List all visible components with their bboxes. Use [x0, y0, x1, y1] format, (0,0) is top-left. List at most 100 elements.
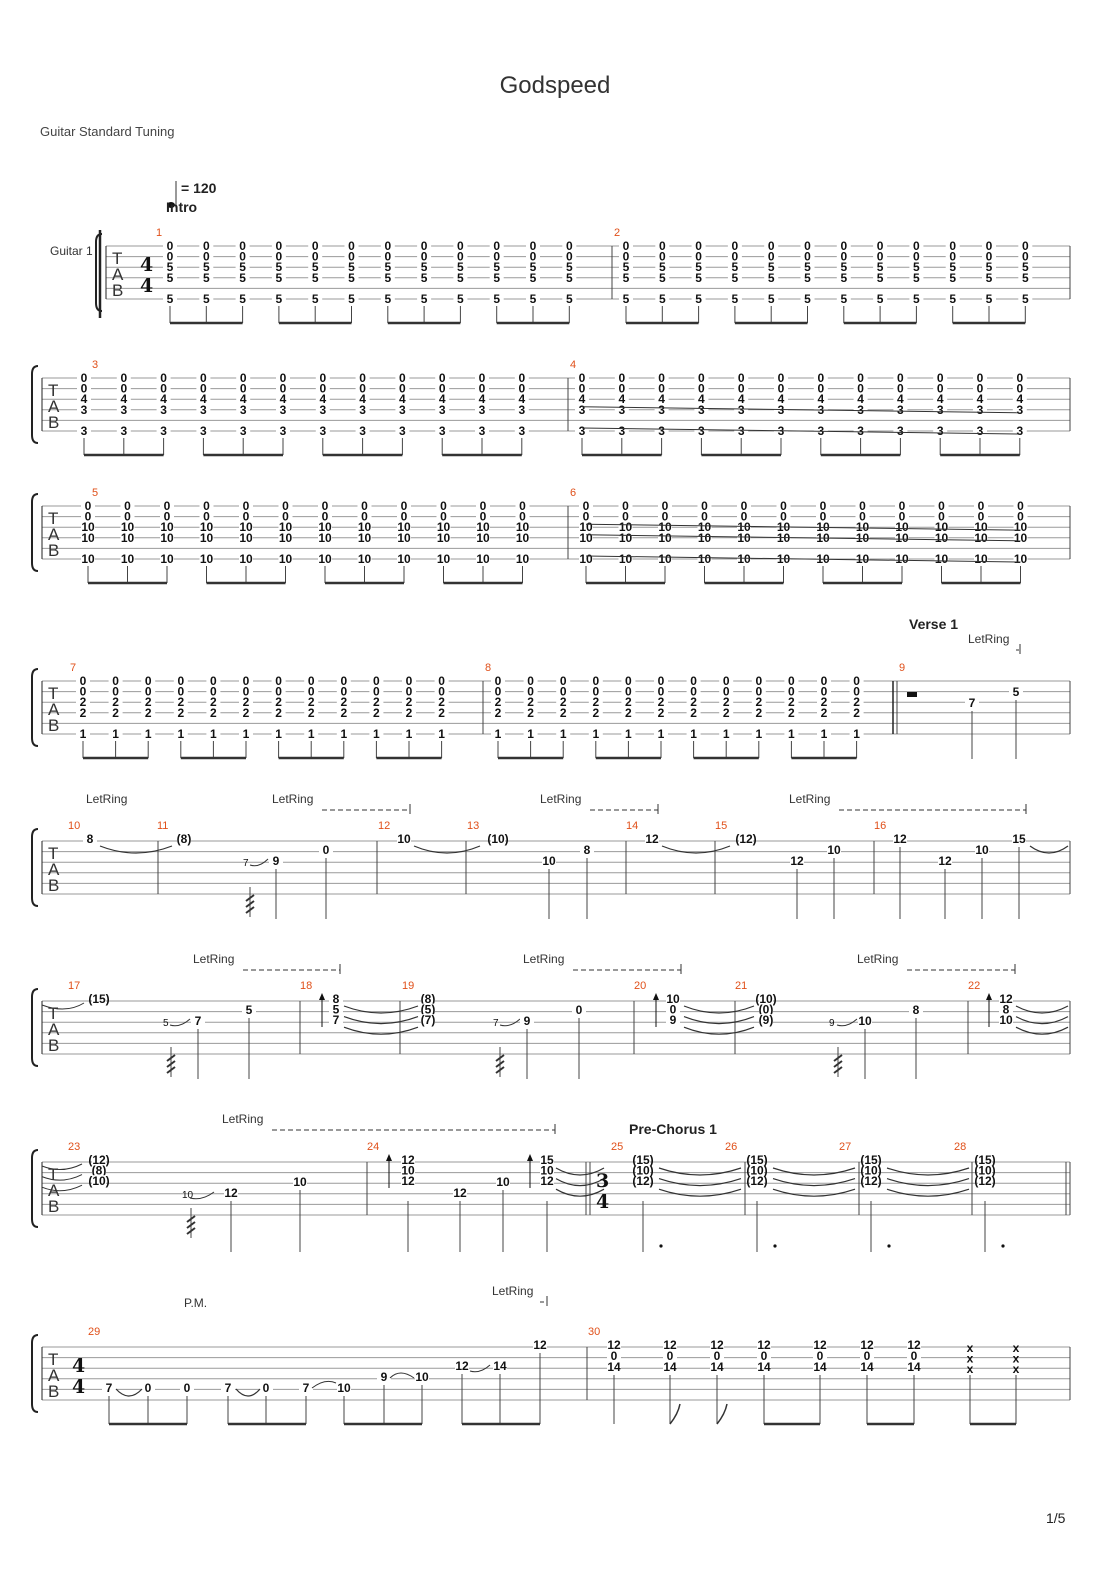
tremolo-slash — [245, 900, 255, 908]
tab-clef-letter: T — [48, 509, 58, 528]
fret-bg — [588, 685, 603, 697]
fret-number: 10 — [516, 520, 530, 534]
fret-bg — [737, 510, 751, 522]
fret-number: 10 — [401, 1164, 415, 1178]
fret-number: 10 — [895, 520, 909, 534]
fret-bg — [575, 372, 589, 383]
fret-number: 0 — [723, 685, 730, 699]
fret-number: 9 — [670, 1013, 677, 1027]
fret-bg — [476, 510, 490, 522]
fret-bg — [663, 1350, 677, 1361]
fret-bg — [813, 372, 828, 383]
fret-number: 1 — [438, 727, 445, 741]
fret-number: 10 — [856, 520, 870, 534]
fret-bg — [156, 393, 171, 405]
fret-number: 0 — [120, 371, 127, 385]
fret-bg — [76, 675, 90, 686]
fret-number: 12 — [813, 1338, 827, 1352]
fret-bg — [453, 1187, 467, 1198]
fret-bg — [196, 403, 211, 415]
fret-number: 2 — [658, 706, 665, 720]
fret-bg — [813, 1339, 827, 1350]
fret-number: 3 — [1016, 424, 1023, 438]
fret-bg — [1013, 521, 1028, 533]
fret-number: 0 — [81, 382, 88, 396]
fret-bg — [1012, 382, 1027, 394]
fret-number: 10 — [279, 552, 293, 566]
fret-bg — [774, 393, 788, 405]
fret-bg — [271, 706, 286, 718]
fret-bg — [1018, 293, 1033, 304]
measure-number: 16 — [874, 820, 886, 832]
fret-bg — [523, 696, 538, 708]
strum-up-arrow — [319, 993, 325, 1000]
fret-bg — [453, 293, 468, 304]
fret-bg — [336, 675, 351, 686]
fret-number: 12 — [757, 1338, 771, 1352]
fret-number: 0 — [618, 382, 625, 396]
fret-bg — [199, 261, 214, 273]
fret-bg — [575, 382, 589, 394]
fret-number: 10 — [279, 520, 293, 534]
fret-bg — [575, 425, 589, 436]
fret-bg — [694, 425, 709, 436]
slide — [499, 1018, 521, 1027]
fret-bg — [319, 844, 333, 855]
fret-number: 1 — [788, 727, 795, 741]
time-signature-top: 4 — [72, 1355, 85, 1377]
dead-note: x — [967, 1341, 974, 1355]
fret-bg — [556, 706, 571, 718]
fret-bg — [836, 293, 851, 304]
fret-bg — [562, 293, 577, 304]
fret-bg — [540, 1175, 554, 1187]
fret-number: 0 — [560, 674, 567, 688]
fret-number: 1 — [340, 727, 347, 741]
fret-bg — [434, 696, 449, 708]
fret-bg — [737, 500, 751, 511]
fret-number: 0 — [359, 371, 366, 385]
fret-number: 10 — [658, 552, 672, 566]
page-number: 1/5 — [1046, 1510, 1066, 1526]
fret-bg — [81, 531, 95, 543]
let-ring-label: LetRing — [968, 632, 1009, 646]
fret-bg — [1013, 500, 1028, 511]
fret-bg — [276, 393, 290, 405]
system-brace — [31, 493, 39, 572]
fret-bg — [318, 553, 332, 564]
fret-bg — [895, 510, 909, 522]
fret-number: 2 — [145, 706, 152, 720]
fret-bg — [434, 685, 449, 697]
fret-bg — [173, 728, 188, 739]
fret-bg — [196, 393, 211, 405]
fret-bg — [727, 250, 742, 262]
fret-bg — [402, 685, 416, 697]
fret-bg — [710, 1350, 724, 1361]
fret-number: 2 — [495, 706, 502, 720]
fret-number: 0 — [877, 250, 884, 264]
fret-number: 0 — [978, 510, 985, 524]
fret-bg — [515, 500, 530, 511]
let-ring-label: LetRing — [789, 792, 830, 806]
tie — [1015, 1005, 1069, 1014]
fret-bg — [975, 844, 989, 855]
fret-number: 0 — [359, 382, 366, 396]
fret-bg — [784, 685, 799, 697]
tremolo-slash — [245, 894, 255, 902]
fret-bg — [562, 261, 577, 273]
fret-bg — [655, 261, 670, 273]
measure-number: 13 — [467, 820, 479, 832]
fret-number: 3 — [81, 424, 88, 438]
fret-number: (5) — [421, 1003, 436, 1017]
fret-bg — [526, 250, 540, 262]
fret-number: 5 — [239, 271, 246, 285]
fret-bg — [618, 500, 633, 511]
fret-number: 5 — [913, 271, 920, 285]
fret-bg — [206, 706, 221, 718]
fret-bg — [344, 271, 359, 283]
fret-number: 0 — [373, 674, 380, 688]
fret-number: 5 — [566, 271, 573, 285]
fret-number: 0 — [623, 239, 630, 253]
fret-bg — [619, 240, 633, 251]
fret-number: 5 — [276, 292, 283, 306]
fret-number: 0 — [519, 499, 526, 513]
